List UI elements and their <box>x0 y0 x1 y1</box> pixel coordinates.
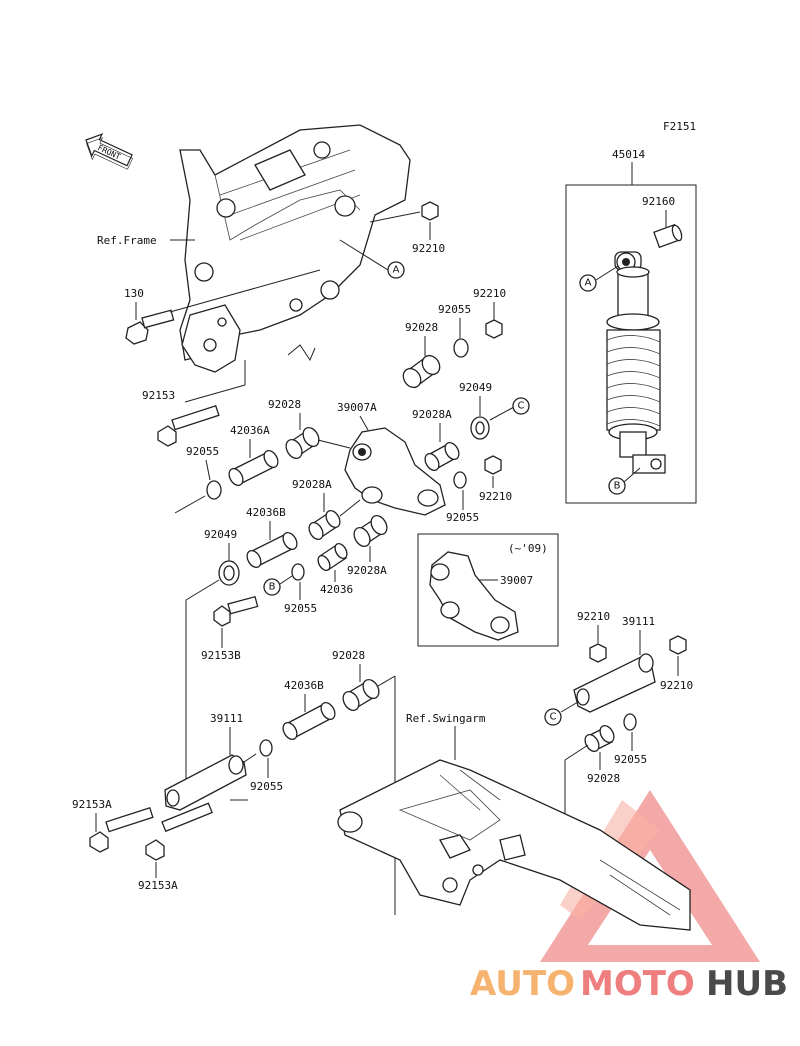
bolt-92153 <box>157 404 220 447</box>
part-92153a-lower: 92153A <box>138 879 178 892</box>
watermark-hub: HUB <box>706 964 788 1004</box>
part-92028-a: 92028 <box>405 321 438 334</box>
part-39007: 39007 <box>500 574 533 587</box>
part-92049-a: 92049 <box>459 381 492 394</box>
ref-swingarm-label: Ref.Swingarm <box>406 712 486 725</box>
callout-c-right-letter: C <box>550 712 557 723</box>
callout-b-shock-letter: B <box>614 481 621 492</box>
inset-box <box>417 533 559 647</box>
bolt-92153a-lower <box>145 802 213 861</box>
nut-92210-center <box>484 455 502 475</box>
part-92210-right-b: 92210 <box>660 679 693 692</box>
part-92049-b: 92049 <box>204 528 237 541</box>
washer-92055-a <box>453 338 469 358</box>
part-92160: 92160 <box>642 195 675 208</box>
part-92055-c: 92055 <box>186 445 219 458</box>
collar-92028a-center <box>424 441 460 472</box>
part-39111-left: 39111 <box>210 712 243 725</box>
washer-92055-right <box>623 713 637 731</box>
part-42036: 42036 <box>320 583 353 596</box>
washer-92055-c <box>206 480 222 500</box>
sleeve-42036a <box>228 449 279 487</box>
collar-92028-b <box>285 427 320 459</box>
rocker-arm-39007 <box>429 551 519 641</box>
callout-b-shock <box>608 477 626 495</box>
part-92153: 92153 <box>142 389 175 402</box>
collar-92028a-c <box>353 515 388 547</box>
tie-rod-39111-left <box>164 754 247 811</box>
part-92153b: 92153B <box>201 649 241 662</box>
part-92055-right: 92055 <box>614 753 647 766</box>
frame-drawing <box>179 124 411 373</box>
part-92055-a: 92055 <box>438 303 471 316</box>
nut-92210-top <box>485 319 503 339</box>
watermark-auto: AUTO <box>470 964 575 1004</box>
part-130: 130 <box>124 287 144 300</box>
tie-rod-39111-right <box>573 653 656 713</box>
callout-a-frame <box>387 261 405 279</box>
bolt-92153a-upper <box>89 806 154 853</box>
nut-92210-right-a <box>589 643 607 663</box>
inset-note: (~'09) <box>508 542 548 555</box>
callout-b-linkage <box>263 578 281 596</box>
sleeve-42036 <box>317 542 348 572</box>
sleeve-42036b-b <box>282 701 336 741</box>
bolt-92153b <box>213 595 259 627</box>
part-92153a-upper: 92153A <box>72 798 112 811</box>
part-92210-top: 92210 <box>473 287 506 300</box>
washer-92055-b <box>453 471 467 489</box>
bushing-92160 <box>653 223 683 249</box>
watermark-moto: MOTO <box>580 964 695 1004</box>
watermark-text: AUTO MOTO HUB <box>470 964 788 1004</box>
part-92055-b: 92055 <box>446 511 479 524</box>
collar-92028-lower <box>342 679 380 711</box>
collar-92028-right <box>584 724 615 753</box>
part-39007a: 39007A <box>337 401 377 414</box>
ref-frame-label: Ref.Frame <box>97 234 157 247</box>
part-92210-right-a: 92210 <box>577 610 610 623</box>
callout-a-shock <box>579 274 597 292</box>
part-92055-lower: 92055 <box>250 780 283 793</box>
part-92210-center: 92210 <box>479 490 512 503</box>
part-92028a-b: 92028A <box>292 478 332 491</box>
part-39111-right: 39111 <box>622 615 655 628</box>
collar-92028a-b <box>308 509 341 541</box>
figure-code: F2151 <box>663 120 696 133</box>
shock-absorber <box>606 251 666 474</box>
swingarm-drawing <box>337 759 691 931</box>
sleeve-42036b-a <box>246 531 298 569</box>
part-92028a-c: 92028A <box>347 564 387 577</box>
washer-92055-lower <box>259 739 273 757</box>
front-arrow-icon: FRONT <box>85 133 133 170</box>
callout-a-shock-letter: A <box>585 278 592 289</box>
washer-92055-d <box>291 563 305 581</box>
rocker-arm-39007a <box>344 427 446 516</box>
callout-c-center <box>512 397 530 415</box>
part-42036b-b: 42036B <box>284 679 324 692</box>
part-92210-frame: 92210 <box>412 242 445 255</box>
part-92028-b: 92028 <box>268 398 301 411</box>
part-92028a-center: 92028A <box>412 408 452 421</box>
part-42036a: 42036A <box>230 424 270 437</box>
bolt-130 <box>125 269 321 345</box>
part-92028-lower: 92028 <box>332 649 365 662</box>
nut-92210-right-b <box>669 635 687 655</box>
nut-92210-frame <box>421 201 439 221</box>
collar-92028-a <box>402 354 441 389</box>
callout-c-right <box>544 708 562 726</box>
part-45014: 45014 <box>612 148 645 161</box>
part-92055-d: 92055 <box>284 602 317 615</box>
part-92028-right: 92028 <box>587 772 620 785</box>
part-42036b-a: 42036B <box>246 506 286 519</box>
callout-b-linkage-letter: B <box>269 582 276 593</box>
callout-c-center-letter: C <box>518 401 525 412</box>
callout-a-frame-letter: A <box>393 265 400 276</box>
shock-box <box>565 184 697 504</box>
